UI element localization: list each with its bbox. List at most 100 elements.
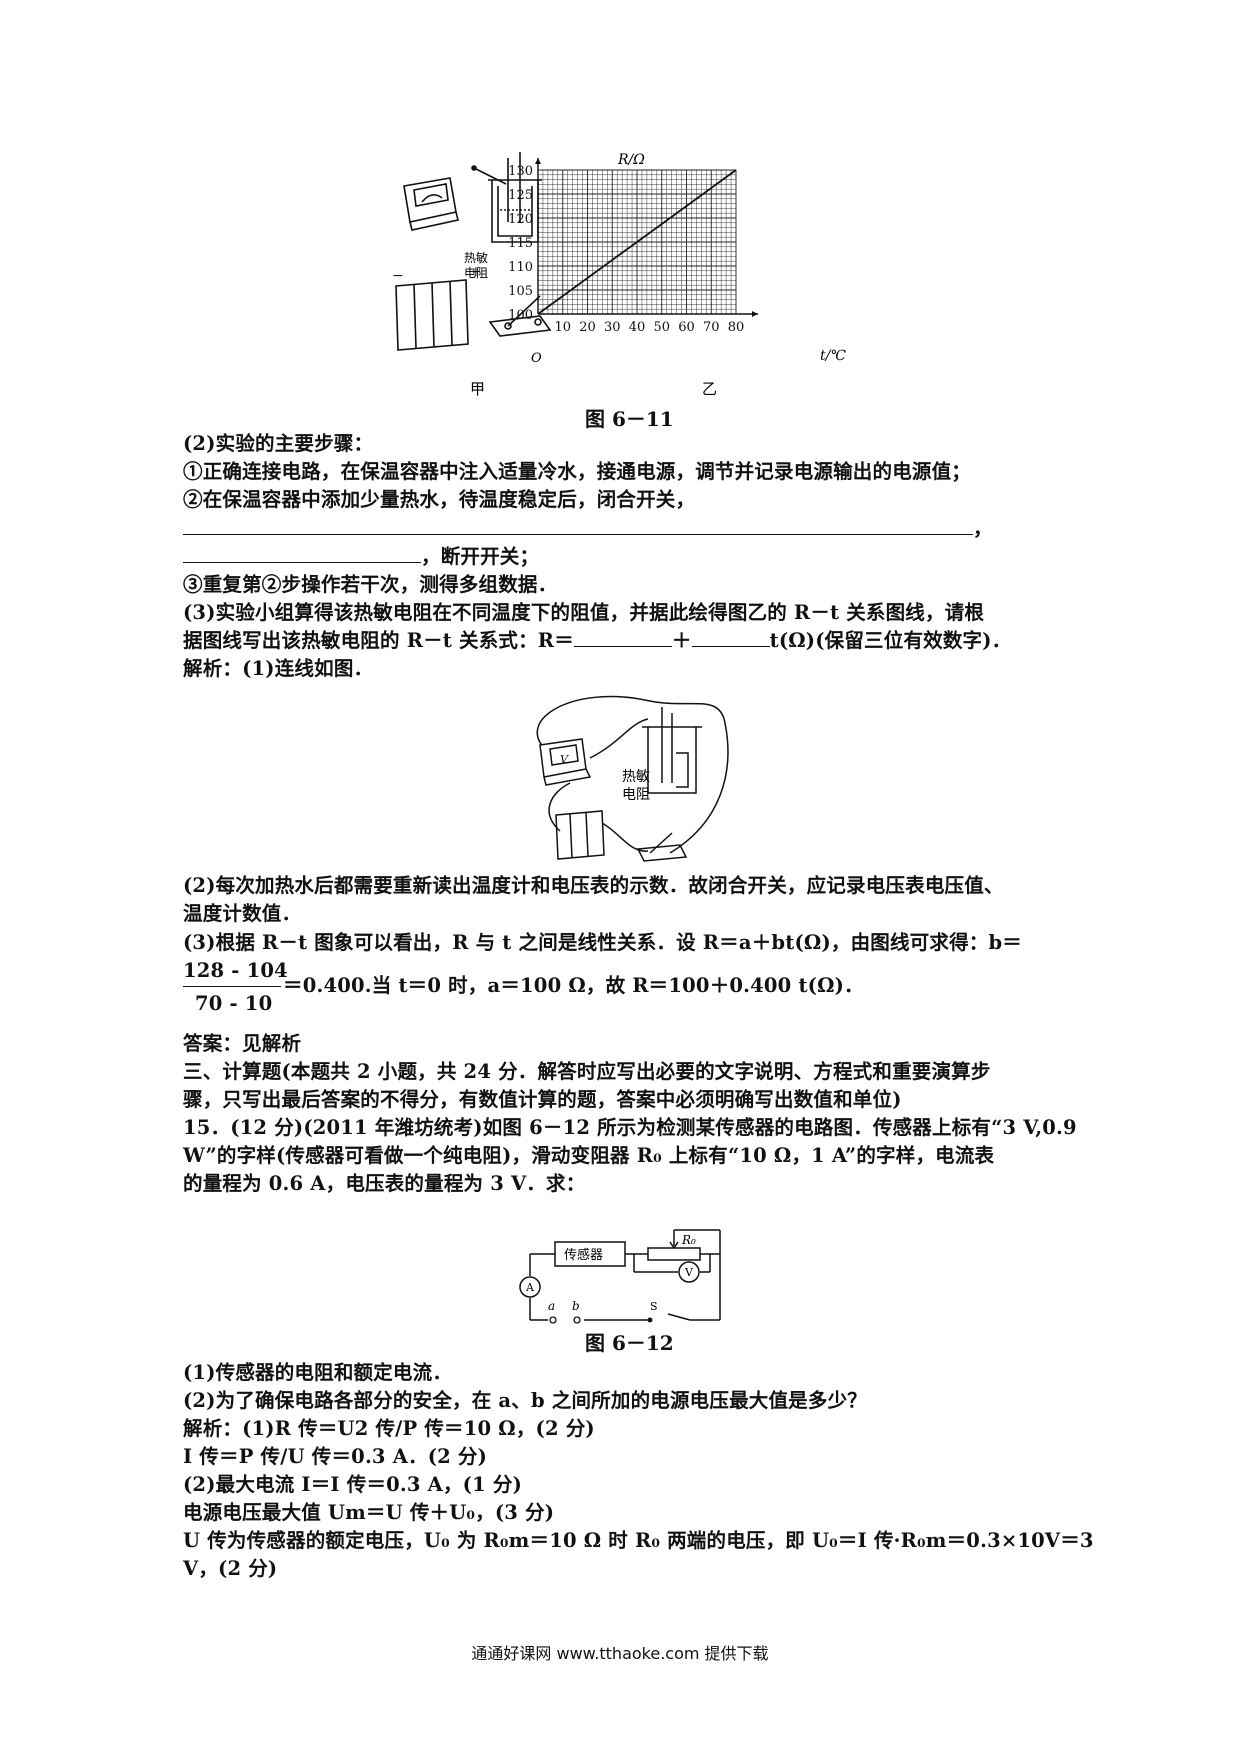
knife-switch-icon bbox=[488, 295, 552, 337]
switch-label: S bbox=[650, 1300, 658, 1313]
q15-sol6: V，(2 分) bbox=[183, 1557, 278, 1580]
voltmeter-icon bbox=[678, 1261, 700, 1283]
q2-step3: ③重复第②步操作若干次，测得多组数据． bbox=[183, 573, 558, 596]
fraction-numerator: 128 - 104 bbox=[183, 959, 288, 982]
svg-text:V: V bbox=[560, 753, 569, 766]
x-tick-label: 10 bbox=[554, 320, 571, 335]
svg-text:+: + bbox=[470, 264, 482, 280]
battery-icon bbox=[555, 810, 605, 860]
y-tick-label: 115 bbox=[508, 236, 533, 251]
figure-6-11: 热敏 电阻 − + 甲 乙 100 105 110 115 120 125 130 10 20 3… bbox=[390, 150, 860, 400]
q15-sol1: 解析：(1)R 传＝U2 传/P 传＝10 Ω，(2 分) bbox=[183, 1417, 595, 1440]
q15-sol5: U 传为传感器的额定电压，U₀ 为 R₀m＝10 Ω 时 R₀ 两端的电压，即 … bbox=[183, 1529, 1094, 1552]
figure-6-11-drawing: 热敏 电阻 − + 甲 乙 100 105 110 115 120 125 130 10 20 3… bbox=[392, 152, 846, 398]
x-tick-label: 30 bbox=[604, 320, 621, 335]
fraction-denominator: 70 - 10 bbox=[195, 992, 273, 1015]
ammeter-label: A bbox=[525, 1281, 535, 1294]
wire bbox=[667, 1313, 691, 1321]
wire bbox=[669, 722, 729, 854]
switch-pivot-icon bbox=[647, 1317, 653, 1323]
device-label-2: 电阻 bbox=[464, 266, 488, 280]
q2-step2: ②在保温容器中添加少量热水，待温度稳定后，闭合开关， bbox=[183, 488, 696, 511]
figure-6-11-caption: 图 6－11 bbox=[585, 407, 674, 431]
x-tick-label: 60 bbox=[678, 320, 695, 335]
wire bbox=[589, 718, 649, 759]
q2-step1: ①正确连接电路，在保温容器中注入适量冷水，接通电源，调节并记录电源输出的电源值； bbox=[183, 460, 972, 483]
q3-plus: ＋ bbox=[671, 629, 692, 652]
q3-line2-b: t(Ω)(保留三位有效数字)． bbox=[769, 629, 1012, 652]
wire bbox=[548, 782, 571, 832]
figure-6-12: 传感器 R₀ V A a b S bbox=[510, 1218, 730, 1328]
device-label-1: 热敏 bbox=[464, 250, 488, 265]
q2-blank-line-1: ， bbox=[183, 515, 993, 542]
x-tick-label: 20 bbox=[579, 320, 596, 335]
voltmeter-label: V bbox=[684, 1266, 694, 1279]
q15-sub1: (1)传感器的电阻和额定电流． bbox=[183, 1361, 453, 1384]
x-tick-label: 80 bbox=[728, 320, 745, 335]
analysis-p3-2: ＝0.400.当 t＝0 时，a＝100 Ω，故 R＝100＋0.400 t(Ω… bbox=[283, 974, 864, 997]
q15-line3: 的量程为 0.6 A，电压表的量程为 3 V．求： bbox=[183, 1172, 586, 1195]
q2-blank-line-2: ，断开开关； bbox=[183, 543, 539, 570]
container-icon bbox=[642, 707, 702, 794]
chart-xlabel: t/℃ bbox=[820, 348, 846, 364]
answer-line: 答案：见解析 bbox=[183, 1032, 302, 1055]
figure-6-12-caption: 图 6－12 bbox=[585, 1331, 674, 1355]
q15-line1: 15．(12 分)(2011 年潍坊统考)如图 6－12 所示为检测某传感器的电… bbox=[183, 1116, 1077, 1139]
terminal-a-label: a bbox=[548, 1299, 555, 1313]
circuit-label-2: 电阻 bbox=[622, 787, 650, 803]
answer-blank[interactable] bbox=[691, 628, 770, 647]
wiring-figure: V 热敏 电阻 bbox=[520, 683, 740, 868]
data-line bbox=[537, 169, 737, 315]
q3-line1: (3)实验小组算得该热敏电阻在不同温度下的阻值，并据此绘得图乙的 R－t 关系图… bbox=[183, 601, 985, 624]
ammeter-icon bbox=[519, 1276, 541, 1298]
q15-sub2: (2)为了确保电路各部分的安全，在 a、b 之间所加的电源电压最大值是多少？ bbox=[183, 1389, 867, 1412]
section3-line1: 三、计算题(本题共 2 小题，共 24 分．解答时应写出必要的文字说明、方程式和… bbox=[183, 1060, 991, 1083]
y-tick-label: 125 bbox=[508, 188, 533, 203]
q3-line2: 据图线写出该热敏电阻的 R－t 关系式：R＝ ＋ t(Ω)(保留三位有效数字)． bbox=[183, 627, 1011, 654]
y-tick-label: 130 bbox=[508, 164, 533, 179]
wire bbox=[601, 822, 649, 852]
svg-text:−: − bbox=[392, 268, 404, 284]
wire bbox=[536, 695, 726, 754]
q15-sol2: I 传＝P 传/U 传＝0.3 A．(2 分) bbox=[183, 1445, 488, 1468]
rheostat-box bbox=[647, 1247, 701, 1261]
y-axis-arrow-icon bbox=[535, 158, 541, 164]
label-yi: 乙 bbox=[702, 380, 717, 398]
terminal-b-label: b bbox=[572, 1299, 580, 1313]
sensor-label: 传感器 bbox=[564, 1247, 603, 1263]
footer-text: 通通好课网 www.tthaoke.com 提供下载 bbox=[471, 1644, 769, 1663]
wiring-figure-drawing: V 热敏 电阻 bbox=[536, 695, 729, 862]
y-tick-label: 100 bbox=[508, 308, 533, 323]
y-tick-label: 120 bbox=[508, 212, 533, 227]
voltmeter-icon: V bbox=[539, 738, 592, 786]
answer-blank[interactable] bbox=[183, 516, 973, 535]
q15-sol3: (2)最大电流 I＝I 传＝0.3 A，(1 分) bbox=[183, 1473, 522, 1496]
section3-line2: 骤，只写出最后答案的不得分，有数值计算的题，答案中必须明确写出数值和单位) bbox=[183, 1088, 902, 1111]
q2-title: (2)实验的主要步骤： bbox=[183, 432, 374, 455]
q3-line2-a: 据图线写出该热敏电阻的 R－t 关系式：R＝ bbox=[183, 629, 574, 652]
r0-label: R₀ bbox=[681, 1233, 696, 1247]
circuit-label-1: 热敏 bbox=[622, 769, 650, 785]
x-axis-arrow-icon bbox=[752, 311, 758, 317]
battery-pack-icon: − + bbox=[392, 264, 482, 351]
sensor-box bbox=[554, 1241, 626, 1267]
q15-sol4: 电源电压最大值 Um＝U 传＋U₀，(3 分) bbox=[183, 1501, 555, 1524]
x-tick-label: 40 bbox=[629, 320, 646, 335]
x-tick-label: 50 bbox=[653, 320, 670, 335]
voltmeter-device-icon bbox=[403, 177, 459, 231]
analysis-p2-1: (2)每次加热水后都需要重新读出温度计和电压表的示数．故闭合开关，应记录电压表电… bbox=[183, 874, 1004, 897]
answer-blank[interactable] bbox=[183, 544, 421, 563]
label-jia: 甲 bbox=[470, 380, 485, 398]
switch-icon bbox=[636, 832, 688, 862]
circuit-diagram: 传感器 R₀ V A a b S bbox=[519, 1229, 721, 1326]
y-tick-label: 105 bbox=[508, 284, 533, 299]
y-tick-label: 110 bbox=[508, 260, 533, 275]
q15-line2: W”的字样(传感器可看做一个纯电阻)，滑动变阻器 R₀ 上标有“10 Ω，1 A… bbox=[183, 1144, 995, 1167]
analysis-p3-1: (3)根据 R－t 图象可以看出，R 与 t 之间是线性关系．设 R＝a＋bt(… bbox=[183, 931, 1023, 954]
analysis-line1: 解析：(1)连线如图． bbox=[183, 657, 374, 680]
answer-blank[interactable] bbox=[573, 628, 672, 647]
chart-origin-label: O bbox=[531, 351, 542, 366]
analysis-p2-2: 温度计数值． bbox=[183, 902, 302, 925]
chart-ylabel: R/Ω bbox=[617, 152, 645, 168]
